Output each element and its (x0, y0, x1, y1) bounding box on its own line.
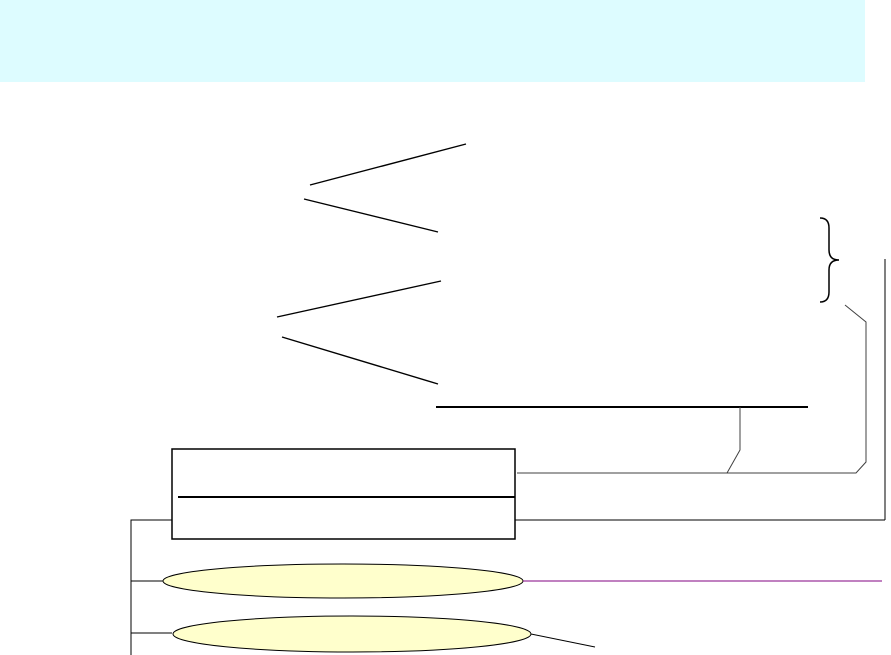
upper-ellipse (162, 563, 524, 599)
header-band (0, 0, 865, 82)
class-box (171, 448, 516, 540)
left-bracket (130, 519, 172, 655)
lower-ellipse (172, 615, 532, 653)
upper-fork (303, 143, 467, 233)
lower-fork (276, 280, 442, 385)
lower-ellipse-connector (530, 633, 596, 648)
upper-fork-top-branch (309, 143, 467, 186)
bar-connector (726, 407, 741, 474)
brace-connector (517, 304, 867, 474)
lower-fork-bottom-branch (281, 336, 439, 385)
lower-fork-top-branch (276, 280, 442, 318)
right-curly-brace (819, 217, 840, 303)
upper-fork-bottom-branch (303, 198, 439, 233)
